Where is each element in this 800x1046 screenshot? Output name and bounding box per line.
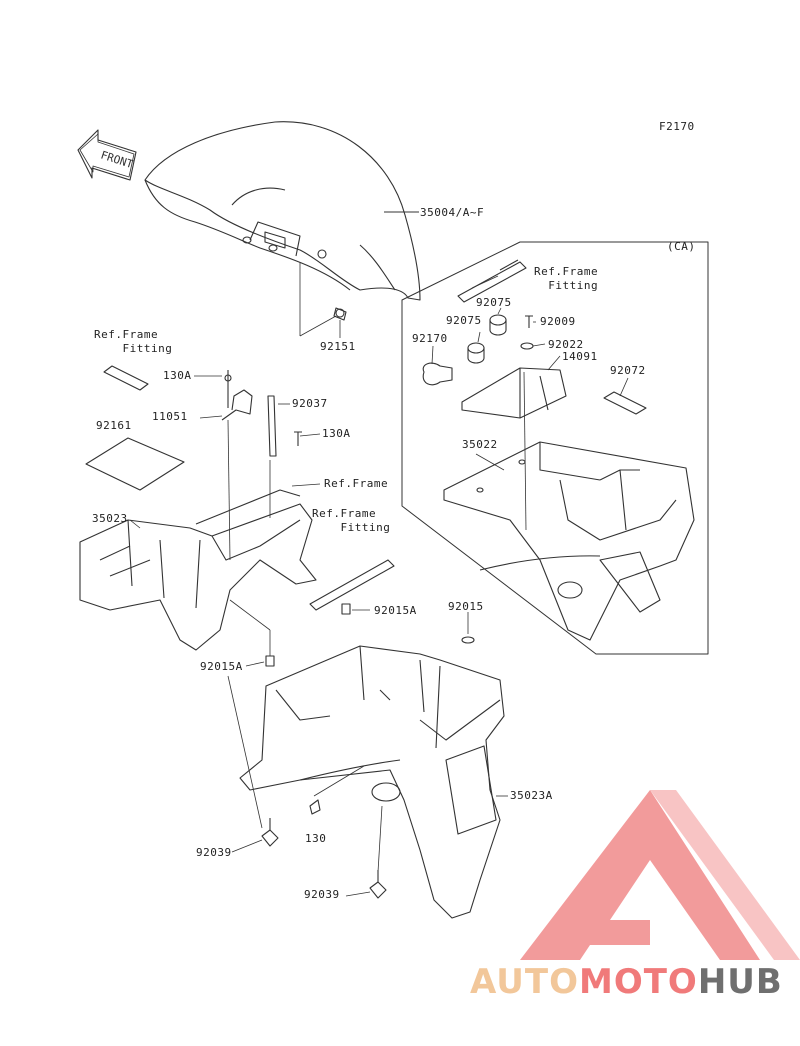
label-92009: 92009 <box>540 315 576 328</box>
diagram-code: F2170 <box>659 120 695 133</box>
watermark-hub: HUB <box>697 962 783 1002</box>
front-fender-35004 <box>144 121 421 301</box>
rear-fender-35023a <box>239 645 505 919</box>
watermark-auto: AUTO <box>470 962 579 1002</box>
label-ref-frame: Ref.Frame <box>324 477 389 490</box>
label-130: 130 <box>305 832 327 845</box>
label-92037: 92037 <box>292 397 328 410</box>
label-92075-a: 92075 <box>476 296 512 309</box>
tray-35022 <box>443 441 695 641</box>
automotohub-logo-icon <box>520 790 800 960</box>
label-92039-b: 92039 <box>304 888 340 901</box>
label-14091: 14091 <box>562 350 598 363</box>
automotohub-watermark: AUTOMOTOHUB <box>470 962 783 1002</box>
bolt-130a <box>294 431 302 446</box>
ca-label: (CA) <box>667 240 696 253</box>
label-35023a: 35023A <box>510 789 553 802</box>
bolt-92151 <box>333 307 347 321</box>
label-92039-a: 92039 <box>196 846 232 859</box>
label-92170: 92170 <box>412 332 448 345</box>
label-92151: 92151 <box>320 340 356 353</box>
grommet-92075-b <box>467 342 485 364</box>
label-ref-frame-fitting-left: Ref.Frame Fitting <box>94 328 173 355</box>
collar-92015a-upper <box>341 603 351 615</box>
cap-92170 <box>422 362 453 386</box>
label-130a-1: 130A <box>163 369 192 382</box>
leader-lines <box>129 275 629 897</box>
ca-variant-box <box>401 241 709 655</box>
bracket-11051 <box>221 370 253 421</box>
label-92072: 92072 <box>610 364 646 377</box>
bracket-14091 <box>461 367 567 419</box>
label-92015a-2: 92015A <box>200 660 243 673</box>
front-arrow-icon <box>77 129 137 181</box>
label-ref-frame-fitting-mid: Ref.Frame Fitting <box>312 507 391 534</box>
frame-fitting-strip-ca <box>457 259 527 303</box>
collar-92015a-lower <box>265 655 275 667</box>
frame-fitting-strip-left <box>103 365 149 391</box>
label-35004: 35004/A~F <box>420 206 485 219</box>
strap-92072 <box>603 391 647 415</box>
label-92015: 92015 <box>448 600 484 613</box>
watermark-moto: MOTO <box>578 962 698 1002</box>
grommet-92015 <box>461 636 475 644</box>
grommet-92075-a <box>489 314 507 336</box>
washer-92022 <box>520 342 534 350</box>
label-130a-2: 130A <box>322 427 351 440</box>
bolt-130 <box>309 799 321 815</box>
label-92161: 92161 <box>96 419 132 432</box>
label-92022: 92022 <box>548 338 584 351</box>
rod-92037 <box>267 395 277 457</box>
label-92075-b: 92075 <box>446 314 482 327</box>
screw-92009 <box>525 315 533 328</box>
sheet-92161 <box>85 437 185 491</box>
frame-fitting-strip-mid <box>309 559 395 611</box>
clip-92039-a <box>261 818 279 847</box>
label-92015a-1: 92015A <box>374 604 417 617</box>
label-35023: 35023 <box>92 512 128 525</box>
label-ref-frame-fitting-top: Ref.Frame Fitting <box>534 265 599 292</box>
label-35022: 35022 <box>462 438 498 451</box>
label-11051: 11051 <box>152 410 188 423</box>
undertray-35023 <box>79 489 317 651</box>
clip-92039-b <box>369 870 387 899</box>
